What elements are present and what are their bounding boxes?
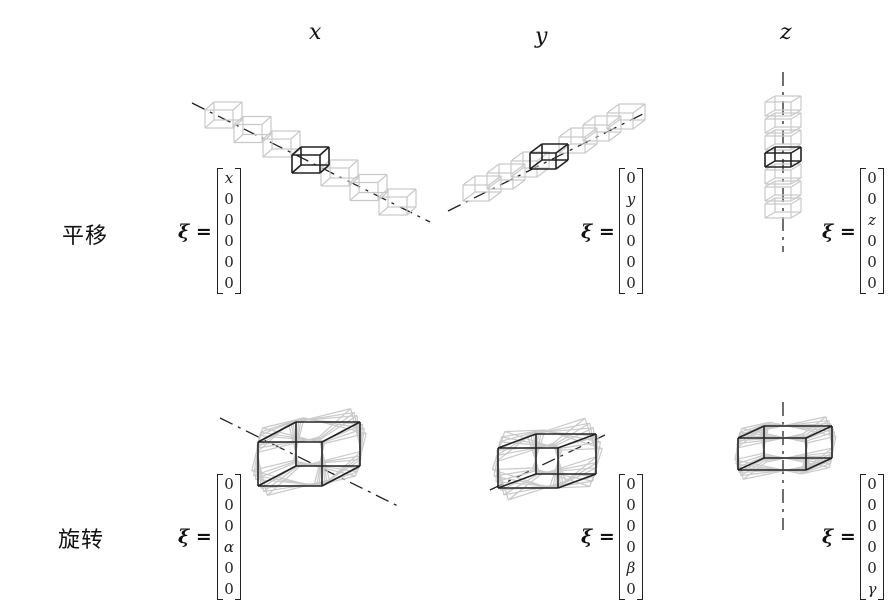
xi-label-rotation-x: ξ = (178, 526, 212, 548)
xi-label-rotation-z: ξ = (822, 526, 856, 548)
rotation-x-main-box (257, 421, 361, 487)
translation-y-ghost-box (462, 175, 502, 202)
vector-entry: 0 (867, 475, 877, 493)
translation-x-ghost-box (233, 115, 272, 144)
translation-x-ghost-box (378, 188, 417, 216)
xi-label-translation-x: ξ = (178, 221, 212, 243)
vector-entry: 0 (224, 475, 234, 493)
rotation-y-ghost-box (496, 427, 598, 491)
vector-entry: 0 (867, 538, 877, 556)
vector-rotation-z: 0 0 0 0 0 γ (860, 474, 884, 600)
vector-rotation-x: 0 0 0 α 0 0 (217, 474, 241, 600)
column-header-z: z (780, 20, 792, 45)
vector-entry: γ (867, 580, 877, 598)
vector-entry: z (868, 211, 876, 229)
vector-entry: 0 (867, 253, 877, 271)
vector-entry: 0 (224, 580, 234, 598)
vector-entry: β (626, 559, 636, 577)
column-header-y: y (535, 24, 548, 49)
vector-entry: 0 (867, 232, 877, 250)
vector-entry: 0 (626, 538, 636, 556)
translation-y-ghost-box (606, 103, 646, 130)
vector-entry: 0 (626, 517, 636, 535)
vector-entry: α (223, 538, 235, 556)
vector-translation-x: x 0 0 0 0 0 (217, 168, 241, 294)
xi-label-rotation-y: ξ = (581, 526, 615, 548)
vector-entry: 0 (224, 559, 234, 577)
xi-label-translation-z: ξ = (822, 221, 856, 243)
vector-entry: 0 (224, 517, 234, 535)
vector-entry: 0 (867, 274, 877, 292)
vector-entry: x (224, 169, 234, 187)
vector-entry: y (626, 190, 636, 208)
vector-translation-y: 0 y 0 0 0 0 (619, 168, 643, 294)
vector-entry: 0 (224, 253, 234, 271)
vector-entry: 0 (224, 274, 234, 292)
translation-z-ghost-box (764, 112, 802, 134)
vector-entry: 0 (626, 496, 636, 514)
translation-x-ghost-box (262, 130, 301, 158)
vector-entry: 0 (224, 232, 234, 250)
rotation-y-main-box (497, 433, 597, 489)
vector-translation-z: 0 0 z 0 0 0 (860, 168, 884, 294)
vector-entry: 0 (626, 232, 636, 250)
vector-entry: 0 (867, 169, 877, 187)
translation-z-ghost-box (764, 95, 802, 117)
rotation-z-main-box (737, 425, 833, 471)
vector-entry: 0 (626, 253, 636, 271)
vector-entry: 0 (224, 496, 234, 514)
rotation-y-axis (489, 434, 606, 491)
rotation-y-ghost-box (495, 430, 599, 488)
vector-entry: 0 (867, 190, 877, 208)
translation-z-ghost-box (764, 129, 802, 151)
row-label-rotation: 旋转 (58, 528, 105, 553)
xi-label-translation-y: ξ = (581, 221, 615, 243)
vector-entry: 0 (867, 559, 877, 577)
vector-entry: 0 (626, 580, 636, 598)
translation-z-main-box (764, 146, 802, 168)
vector-entry: 0 (224, 211, 234, 229)
rotation-x-axis (219, 417, 403, 509)
vector-entry: 0 (867, 496, 877, 514)
column-header-x: x (309, 20, 322, 45)
translation-x-main-box (291, 146, 330, 174)
rotation-x-ghost-box (254, 418, 364, 486)
row-label-translation: 平移 (62, 224, 109, 249)
vector-entry: 0 (626, 211, 636, 229)
translation-y-ghost-box (582, 115, 622, 142)
vector-entry: 0 (867, 517, 877, 535)
vector-entry: 0 (224, 190, 234, 208)
vector-entry: 0 (626, 169, 636, 187)
vector-entry: 0 (626, 475, 636, 493)
vector-entry: 0 (626, 274, 636, 292)
translation-y-axis (447, 112, 646, 212)
translation-z-ghost-box (764, 197, 802, 219)
rotation-x-ghost-box (256, 415, 362, 489)
translation-x-ghost-box (349, 173, 388, 202)
rotation-x-ghost-box (251, 417, 367, 487)
vector-rotation-y: 0 0 0 0 β 0 (619, 474, 643, 600)
translation-y-main-box (529, 143, 569, 170)
